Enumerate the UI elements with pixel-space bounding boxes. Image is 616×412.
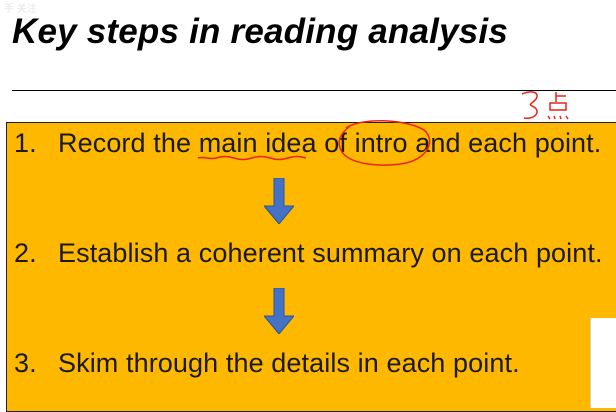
step-number: 1. [14, 128, 37, 158]
step-2: 2. Establish a coherent summary on each p… [14, 238, 603, 269]
corner-overlay [590, 318, 616, 408]
step-text: Establish a coherent summary on each poi… [58, 238, 603, 268]
step-text: and each point. [407, 128, 602, 158]
down-arrow-icon [264, 178, 294, 224]
down-arrow-icon [264, 288, 294, 334]
step-3: 3. Skim through the details in each point… [14, 348, 520, 379]
handwritten-note [521, 91, 538, 119]
title-divider [12, 90, 616, 91]
step-text: Skim through the details in each point. [58, 348, 520, 378]
step-number: 3. [14, 348, 37, 378]
circled-intro: f intro [339, 128, 408, 158]
slide-title: Key steps in reading analysis [12, 12, 509, 51]
steps-panel [6, 122, 616, 412]
step-text: o [316, 128, 340, 158]
watermark: 手 关注 [4, 4, 37, 15]
step-1: 1. Record the main idea of intro and each… [14, 128, 601, 159]
underlined-main-idea: main idea [198, 128, 317, 158]
step-number: 2. [14, 238, 37, 268]
step-text: Record the [58, 128, 199, 158]
